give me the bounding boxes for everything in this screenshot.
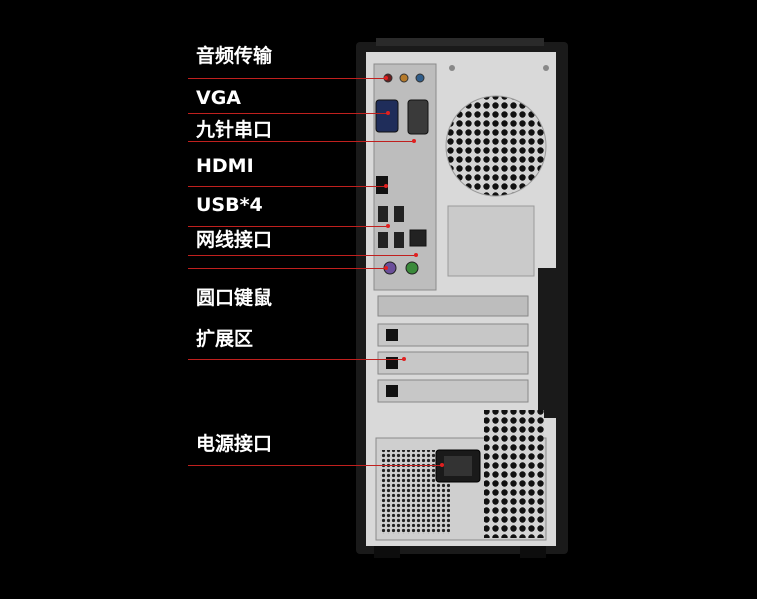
leader-usb — [188, 226, 388, 227]
leader-vga — [188, 113, 388, 114]
label-power: 电源接口 — [196, 433, 273, 455]
dot-serial — [412, 139, 416, 143]
dot-ps2 — [384, 266, 388, 270]
dot-lan — [414, 253, 418, 257]
label-hdmi: HDMI — [196, 155, 254, 177]
leader-serial — [188, 141, 414, 142]
dot-expansion — [402, 357, 406, 361]
leader-audio — [188, 78, 386, 79]
dot-vga — [386, 111, 390, 115]
leader-expansion — [188, 359, 404, 360]
leader-power — [188, 465, 442, 466]
label-usb: USB*4 — [196, 194, 263, 216]
pc-tower-rear — [356, 38, 568, 558]
label-vga: VGA — [196, 87, 242, 109]
dot-usb — [386, 224, 390, 228]
leader-hdmi — [188, 186, 386, 187]
dot-audio — [384, 76, 388, 80]
dot-hdmi — [384, 184, 388, 188]
leader-lan — [188, 255, 416, 256]
label-expansion: 扩展区 — [196, 328, 254, 350]
label-audio: 音频传输 — [196, 45, 273, 67]
dot-power — [440, 463, 444, 467]
label-lan: 网线接口 — [196, 229, 273, 251]
label-serial: 九针串口 — [196, 119, 273, 141]
label-ps2: 圆口键鼠 — [196, 287, 273, 309]
leader-ps2 — [188, 268, 386, 269]
